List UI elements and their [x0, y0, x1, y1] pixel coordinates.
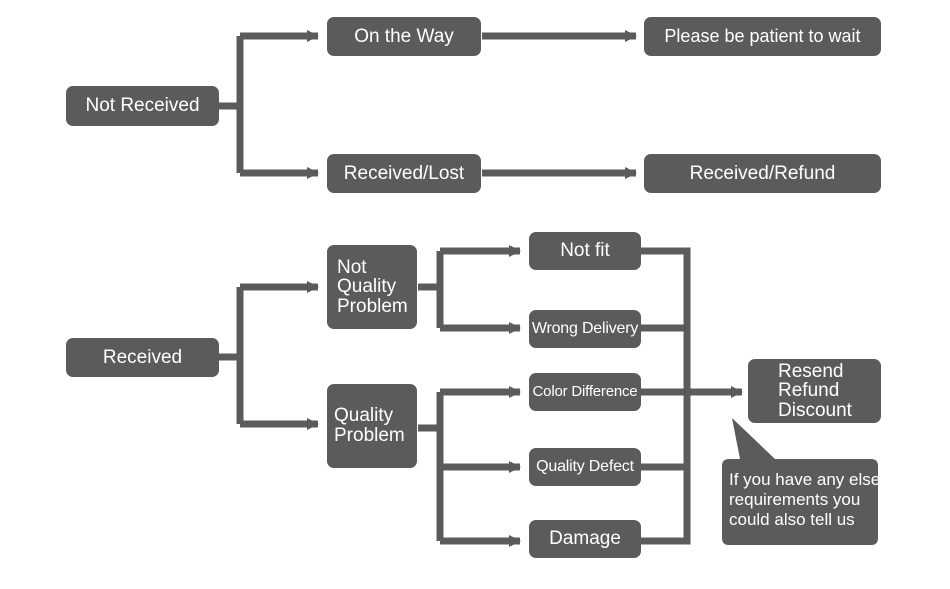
- note-line-2: requirements you: [729, 490, 861, 510]
- node-not-quality-problem: Not Quality Problem: [327, 245, 417, 329]
- node-damage: Damage: [529, 520, 641, 558]
- node-on-the-way-label: On the Way: [354, 25, 454, 47]
- node-resolution-line-2: Refund: [778, 380, 840, 402]
- node-quality-problem: Quality Problem: [327, 384, 417, 468]
- node-quality-defect-label: Quality Defect: [536, 457, 634, 475]
- node-received-lost: Received/Lost: [327, 154, 481, 193]
- node-received: Received: [66, 338, 219, 377]
- node-resolution-line-3: Discount: [778, 399, 852, 421]
- note-text: If you have any else requirements you co…: [729, 470, 880, 530]
- connector-received-split: [219, 287, 244, 424]
- node-not-fit: Not fit: [529, 232, 641, 270]
- connector-not-received-split: [219, 36, 244, 173]
- node-quality-defect: Quality Defect: [529, 448, 641, 486]
- node-quality-problem-line-1: Quality: [334, 405, 394, 427]
- node-not-quality-problem-line-2: Quality: [337, 276, 397, 298]
- node-received-refund-label: Received/Refund: [689, 162, 836, 184]
- connector-merge-right: [640, 247, 691, 545]
- node-received-refund: Received/Refund: [644, 154, 881, 193]
- node-not-received-label: Not Received: [85, 95, 200, 117]
- node-wrong-delivery: Wrong Delivery: [529, 310, 641, 348]
- note-bubble: [722, 418, 878, 545]
- node-not-fit-label: Not fit: [560, 240, 610, 262]
- node-resolution-line-1: Resend: [778, 360, 844, 382]
- node-not-received: Not Received: [66, 86, 219, 126]
- node-on-the-way: On the Way: [327, 17, 481, 56]
- node-please-wait-label: Please be patient to wait: [664, 26, 861, 47]
- node-not-quality-problem-line-1: Not: [337, 256, 367, 278]
- node-not-quality-problem-line-3: Problem: [337, 295, 408, 317]
- node-received-label: Received: [102, 346, 183, 368]
- note-line-3: could also tell us: [729, 510, 855, 530]
- node-received-lost-label: Received/Lost: [343, 162, 465, 184]
- node-color-difference-label: Color Difference: [532, 383, 638, 401]
- node-resolution: Resend Refund Discount: [748, 359, 881, 423]
- connector-quality-split: [418, 392, 444, 541]
- node-damage-label: Damage: [549, 528, 621, 550]
- node-please-wait: Please be patient to wait: [644, 17, 881, 56]
- node-quality-problem-line-2: Problem: [334, 425, 405, 446]
- connector-not-quality-split: [418, 251, 444, 328]
- note-line-1: If you have any else: [729, 470, 881, 489]
- node-color-difference: Color Difference: [529, 373, 641, 411]
- node-wrong-delivery-label: Wrong Delivery: [531, 319, 639, 337]
